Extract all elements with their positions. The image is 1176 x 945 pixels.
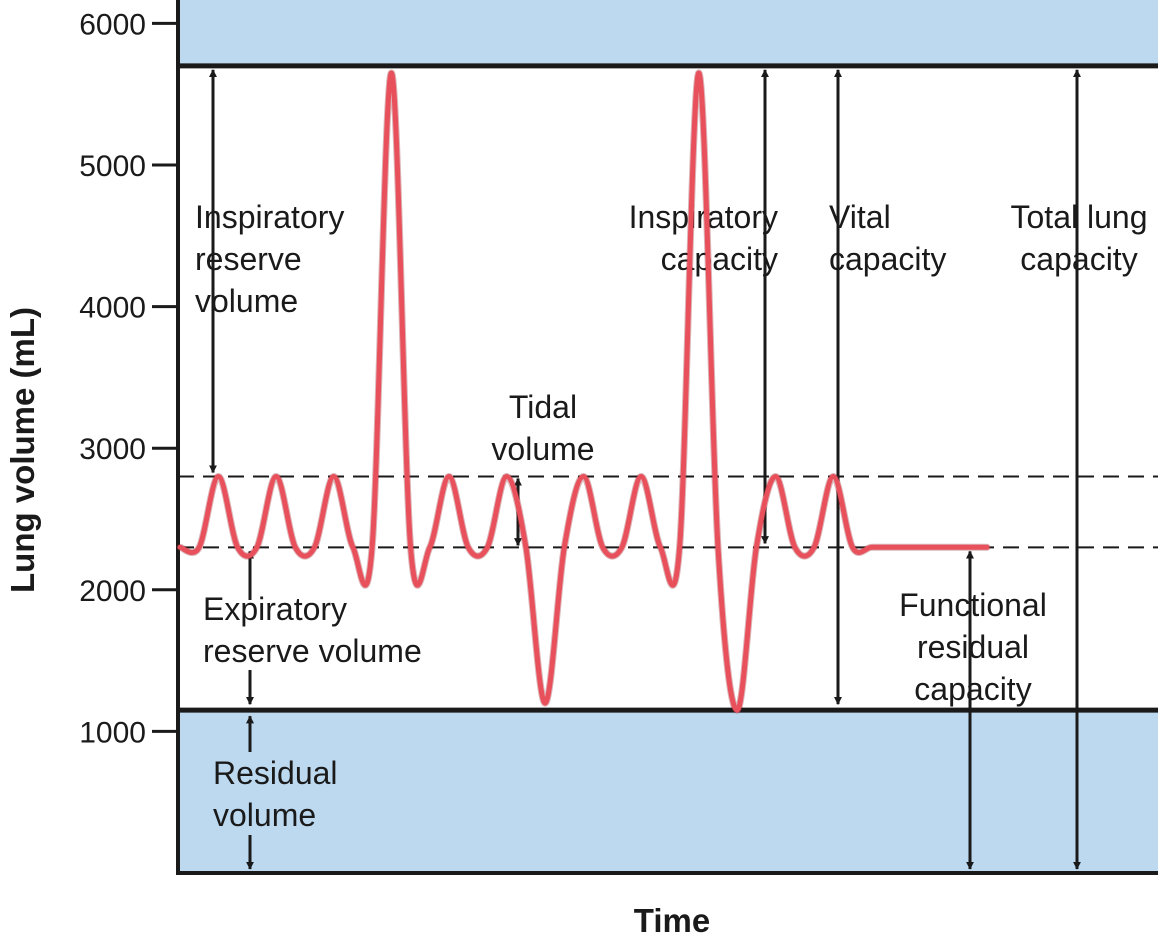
y-tick-label-6000: 6000 [79, 8, 146, 41]
annotation-rv-line-2: volume [213, 797, 316, 833]
annotation-labels: InspiratoryreservevolumeTidalvolumeInspi… [195, 199, 1147, 833]
annotation-vc-line-2: capacity [829, 241, 946, 277]
y-axis-ticks: 1000 2000 3000 4000 5000 6000 [79, 8, 178, 749]
annotation-frc-line-1: Functional [899, 587, 1047, 623]
annotation-tidal-line-1: Tidal [509, 389, 577, 425]
annotation-tlc: Total lung capacity [1011, 199, 1148, 277]
annotation-tlc-line-2: capacity [1020, 241, 1137, 277]
annotation-irv-line-2: reserve [195, 241, 302, 277]
volume-trace-line [177, 70, 990, 713]
annotation-irv-line-1: Inspiratory [195, 199, 344, 235]
y-tick-label-3000: 3000 [79, 433, 146, 466]
x-axis-title: Time [634, 902, 710, 939]
annotation-irv-line-3: volume [195, 283, 298, 319]
annotation-erv-line-2: reserve volume [203, 633, 422, 669]
y-tick-label-1000: 1000 [79, 716, 146, 749]
annotation-vc-line-1: Vital [829, 199, 891, 235]
y-tick-label-4000: 4000 [79, 292, 146, 325]
annotation-tlc-line-1: Total lung [1011, 199, 1148, 235]
y-tick-label-5000: 5000 [79, 150, 146, 183]
annotation-erv-line-1: Expiratory [203, 591, 347, 627]
annotation-tidal: Tidal volume [491, 389, 594, 467]
annotation-ic-line-2: capacity [661, 241, 778, 277]
annotation-ic-line-1: Inspiratory [629, 199, 778, 235]
annotation-frc-line-2: residual [917, 629, 1029, 665]
annotation-frc-line-3: capacity [914, 671, 1031, 707]
annotation-tidal-line-2: volume [491, 431, 594, 467]
annotation-ic: Inspiratory capacity [629, 199, 778, 277]
annotation-irv: Inspiratory reserve volume [195, 199, 344, 319]
annotation-vc: Vital capacity [829, 199, 946, 277]
measurement-arrows [209, 69, 1081, 870]
residual-volume-band [178, 710, 1158, 873]
y-tick-label-2000: 2000 [79, 575, 146, 608]
annotation-frc: Functional residual capacity [899, 587, 1047, 707]
annotation-rv: Residual volume [213, 755, 338, 833]
annotation-rv-line-1: Residual [213, 755, 338, 791]
y-axis-title: Lung volume (mL) [4, 307, 41, 593]
upper-limit-band [178, 0, 1158, 66]
annotation-erv: Expiratory reserve volume [203, 591, 422, 669]
